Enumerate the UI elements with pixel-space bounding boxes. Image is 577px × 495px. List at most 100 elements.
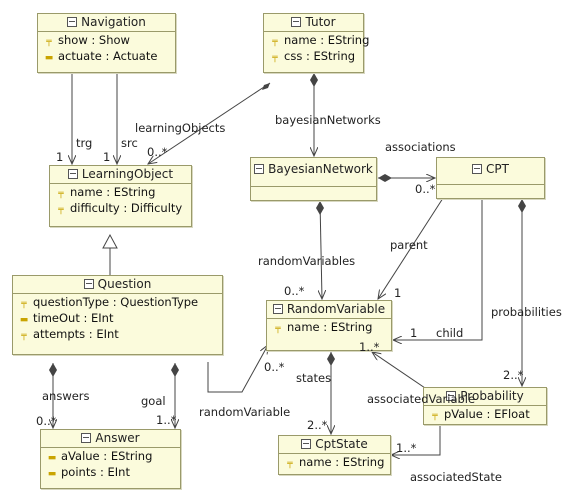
attribute-text: name : EString	[284, 33, 370, 47]
label-src-multiplicity: 1	[103, 150, 111, 164]
attribute-text: attempts : EInt	[33, 327, 119, 341]
class-question[interactable]: Question ╤questionType : QuestionType ▬ t…	[12, 275, 223, 355]
attribute-row[interactable]: ▬points : EInt	[41, 464, 180, 480]
attribute-icon: ▬	[19, 315, 29, 325]
label-probabilities: probabilities	[491, 305, 562, 319]
label-learningobjects: learningObjects	[135, 121, 226, 135]
attribute-row[interactable]: ▬ timeOut : EInt	[13, 310, 222, 326]
label-associatedstate: associatedState	[410, 470, 502, 484]
attribute-row[interactable]: ╤show : Show	[38, 32, 175, 48]
attribute-row[interactable]: ╤questionType : QuestionType	[13, 294, 222, 310]
attribute-compartment	[437, 184, 544, 185]
attribute-row[interactable]: ╤attempts : EInt	[13, 326, 222, 342]
label-associatedvariable-multiplicity: 1..*	[359, 340, 380, 354]
label-trg-multiplicity: 1	[56, 150, 64, 164]
class-icon	[67, 169, 78, 179]
attribute-text: name : EString	[70, 185, 156, 199]
label-states-multiplicity: 2..*	[307, 418, 328, 432]
attribute-text: name : EString	[287, 320, 373, 334]
label-randomvariables: randomVariables	[258, 254, 356, 268]
class-icon	[301, 439, 312, 449]
attribute-icon: ╤	[272, 37, 278, 47]
class-header: LearningObject	[50, 166, 191, 184]
class-icon	[81, 433, 92, 443]
class-header: Question	[13, 276, 222, 294]
class-icon	[472, 164, 483, 174]
label-randomvariable: randomVariable	[199, 405, 291, 419]
class-name: RandomVariable	[286, 302, 386, 316]
class-name: Question	[97, 277, 152, 291]
class-header: Answer	[41, 430, 180, 448]
attribute-icon: ╤	[275, 324, 281, 334]
class-header: Probability	[424, 388, 546, 406]
class-tutor[interactable]: Tutor ╤ name : EString ╤ css : EString	[263, 13, 369, 73]
label-randomvariables-multiplicity: 0..*	[284, 284, 305, 298]
label-learningobjects-multiplicity: 0..*	[147, 145, 168, 159]
label-associations: associations	[385, 140, 456, 154]
label-answers-multiplicity: 0..*	[36, 414, 57, 428]
attribute-row[interactable]: ╤ css : EString	[264, 48, 363, 64]
class-randomvariable[interactable]: RandomVariable ╤ name : EString	[266, 300, 392, 351]
class-name: CptState	[315, 437, 368, 451]
attribute-text: timeOut : EInt	[33, 311, 114, 325]
attribute-text: actuate : Actuate	[58, 49, 158, 63]
attribute-icon: ╤	[287, 459, 293, 469]
attribute-icon: ╤	[432, 411, 438, 421]
class-header: CptState	[279, 436, 390, 454]
class-answer[interactable]: Answer ▬aValue : EString ▬points : EInt	[40, 429, 181, 489]
attribute-row[interactable]: ▬actuate : Actuate	[38, 48, 175, 64]
class-icon	[254, 164, 265, 174]
class-icon	[83, 279, 94, 289]
label-child-multiplicity: 1	[410, 326, 418, 340]
class-icon	[446, 391, 457, 401]
attribute-row[interactable]: ╤ difficulty : Difficulty	[50, 200, 191, 216]
class-learningobject[interactable]: LearningObject ╤ name : EString ╤ difficul…	[49, 165, 192, 227]
label-trg: trg	[76, 136, 93, 150]
attribute-row[interactable]: ▬aValue : EString	[41, 448, 180, 464]
label-associatedvariable: associatedVariable	[367, 392, 476, 406]
class-cptstate[interactable]: CptState ╤name : EString	[278, 435, 391, 475]
class-header: Navigation	[38, 14, 175, 32]
class-cpt[interactable]: CPT	[436, 157, 545, 199]
class-icon	[67, 17, 78, 27]
class-name: Probability	[460, 389, 524, 403]
label-goal-multiplicity: 1..*	[156, 413, 177, 427]
class-probability[interactable]: Probability ╤ pValue : EFloat	[423, 387, 547, 425]
attribute-icon: ▬	[47, 469, 57, 479]
class-icon	[291, 17, 302, 27]
attribute-icon: ╤	[46, 37, 52, 47]
attribute-icon: ╤	[272, 53, 278, 63]
attribute-row[interactable]: ╤name : EString	[279, 454, 390, 470]
attribute-text: pValue : EFloat	[444, 407, 530, 421]
attribute-compartment	[251, 186, 376, 187]
class-name: LearningObject	[81, 167, 174, 181]
class-header: CPT	[437, 158, 544, 180]
class-header: Tutor	[264, 14, 363, 32]
class-navigation[interactable]: Navigation ╤show : Show ▬actuate : Actua…	[37, 13, 176, 73]
label-parent: parent	[390, 238, 428, 252]
label-child: child	[436, 326, 464, 340]
label-src: src	[121, 136, 138, 150]
label-parent-multiplicity: 1	[394, 286, 402, 300]
attribute-text: difficulty : Difficulty	[70, 201, 183, 215]
attribute-text: css : EString	[284, 49, 356, 63]
class-bayesiannetwork[interactable]: BayesianNetwork	[250, 157, 377, 201]
class-name: CPT	[486, 162, 509, 176]
attribute-icon: ╤	[58, 205, 64, 215]
attribute-row[interactable]: ╤ name : EString	[50, 184, 191, 200]
attribute-row[interactable]: ╤ name : EString	[264, 32, 369, 48]
attribute-icon: ╤	[58, 189, 64, 199]
attribute-icon: ▬	[47, 453, 57, 463]
label-probabilities-multiplicity: 2..*	[503, 368, 524, 382]
class-icon	[272, 304, 283, 314]
class-name: BayesianNetwork	[268, 162, 373, 176]
attribute-row[interactable]: ╤ name : EString	[267, 319, 391, 335]
label-goal: goal	[141, 394, 166, 408]
label-associatedstate-multiplicity: 1..*	[396, 441, 417, 455]
class-name: Answer	[95, 431, 140, 445]
attribute-row[interactable]: ╤ pValue : EFloat	[424, 406, 546, 422]
label-states: states	[296, 371, 332, 385]
label-randomvariable-multiplicity: 0..*	[264, 360, 285, 374]
